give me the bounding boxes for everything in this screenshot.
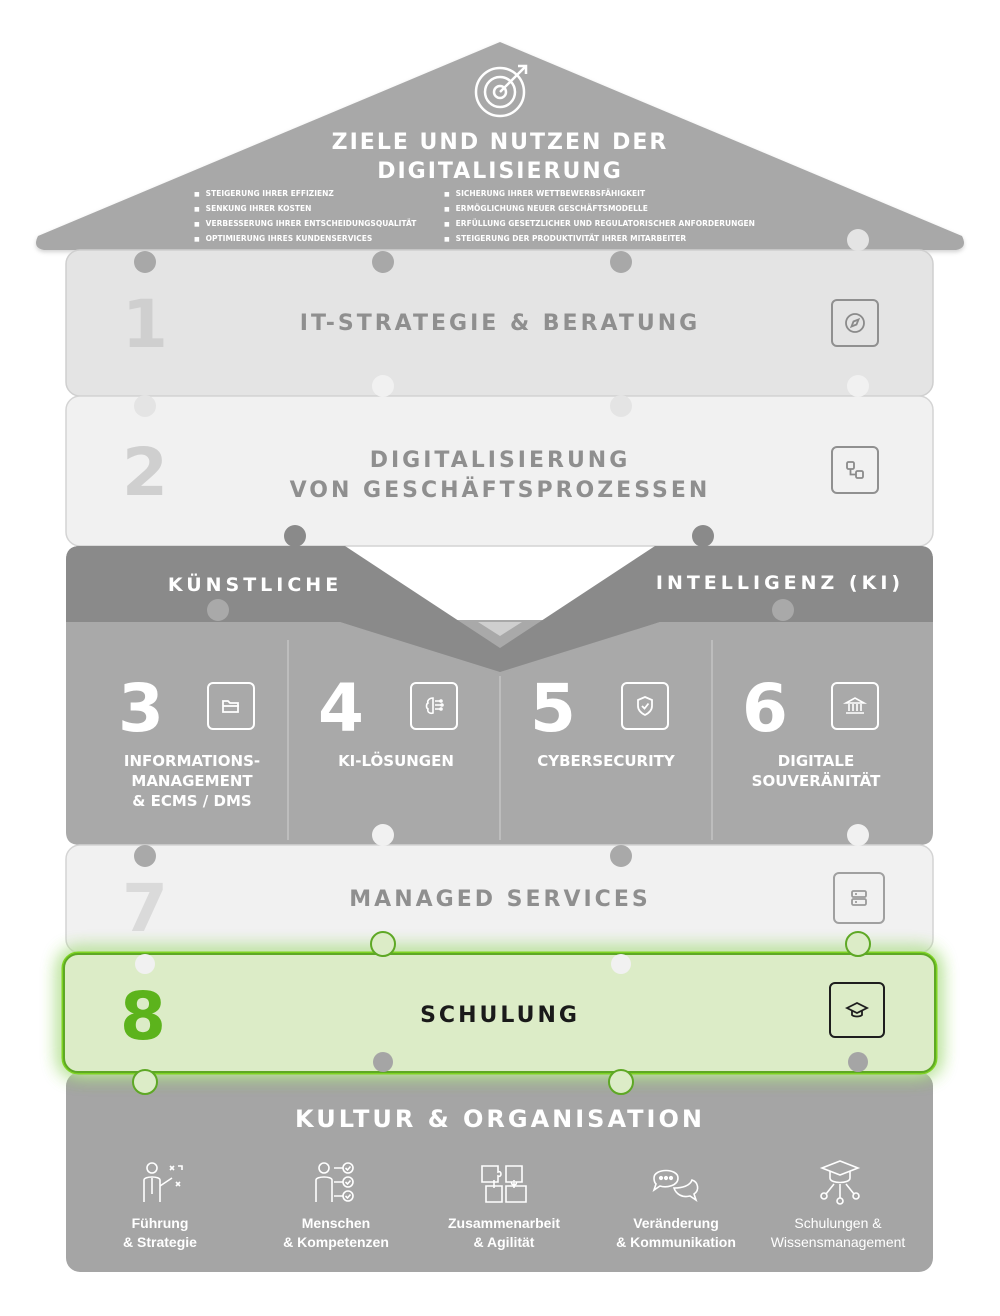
section-6-icon-box (831, 682, 879, 730)
culture-item-2-label: Menschen & Kompetenzen (256, 1214, 416, 1252)
section-7-title: MANAGED SERVICES (349, 887, 651, 912)
roof-bullets-left: STEIGERUNG IHRER EFFIZIENZ SENKUNG IHRER… (194, 187, 417, 247)
culture-item-3-label: Zusammenarbeit & Agilität (424, 1214, 584, 1252)
culture-item-2-line-2: & Kompetenzen (283, 1234, 389, 1250)
roof-bullet: SENKUNG IHRER KOSTEN (194, 202, 416, 217)
ki-band-top (66, 546, 933, 672)
roof-bullet: OPTIMIERUNG IHRES KUNDENSERVICES (194, 232, 416, 247)
section-4-number: 4 (318, 670, 364, 747)
brain-circuit-icon (425, 697, 444, 715)
section-6-label: DIGITALE SOUVERÄNITÄT (716, 751, 916, 791)
roof-bullets-right: SICHERUNG IHRER WETTBEWERBSFÄHIGKEIT ERM… (444, 187, 755, 247)
section-4-label: KI-LÖSUNGEN (296, 751, 496, 771)
section-3-number: 3 (118, 670, 164, 747)
puzzle-hands-icon (476, 1158, 532, 1214)
ki-left-label: KÜNSTLICHE (167, 574, 343, 596)
folder-icon (222, 700, 239, 713)
culture-item-1-line-1: Führung (131, 1215, 189, 1231)
section-6-line-2: SOUVERÄNITÄT (751, 772, 881, 790)
culture-item-5-line-1: Schulungen & (794, 1215, 882, 1231)
culture-item-5-line-2: Wissensmanagement (770, 1234, 906, 1250)
section-2-title: DIGITALISIERUNG VON GESCHÄFTSPROZESSEN (250, 446, 750, 506)
section-5-line-1: CYBERSECURITY (537, 752, 675, 770)
ki-right-label: INTELLIGENZ (KI) (655, 572, 905, 594)
roof-bullet: ERMÖGLICHUNG NEUER GESCHÄFTSMODELLE (444, 202, 755, 217)
roof-bullet: STEIGERUNG DER PRODUKTIVITÄT IHRER MITAR… (444, 232, 755, 247)
shield-check-icon (637, 696, 653, 717)
puzzle-knobs (132, 229, 871, 1095)
culture-item-3-line-1: Zusammenarbeit (447, 1215, 561, 1231)
culture-title: KULTUR & ORGANISATION (295, 1105, 705, 1133)
roof-bullet: VERBESSERUNG IHRER ENTSCHEIDUNGSQUALITÄT (194, 217, 417, 232)
culture-item-2-line-1: Menschen (301, 1215, 371, 1231)
culture-item-4-label: Veränderung & Kommunikation (596, 1214, 756, 1252)
section-7-number: 7 (122, 870, 168, 947)
section-2-title-line-1: DIGITALISIERUNG (369, 448, 631, 473)
section-3-label: INFORMATIONS- MANAGEMENT & ECMS / DMS (92, 751, 292, 811)
culture-item-5-label: Schulungen & Wissensmanagement (758, 1214, 918, 1252)
person-checklist-icon (308, 1158, 364, 1214)
culture-item-3-line-2: & Agilität (473, 1234, 535, 1250)
culture-item-4-line-2: & Kommunikation (616, 1234, 736, 1250)
section-8-panel (63, 953, 936, 1073)
section-8-icon-box (829, 982, 885, 1038)
graduation-cap-icon (844, 1001, 870, 1018)
section-2-title-line-2: VON GESCHÄFTSPROZESSEN (289, 478, 711, 503)
roof-bullet: SICHERUNG IHRER WETTBEWERBSFÄHIGKEIT (444, 187, 755, 202)
roof-title-line-1: ZIELE UND NUTZEN DER (331, 130, 669, 155)
section-3-line-1: INFORMATIONS- (123, 752, 261, 770)
section-3-icon-box (207, 682, 255, 730)
roof-title: ZIELE UND NUTZEN DER DIGITALISIERUNG (200, 128, 800, 186)
roof-bullet: ERFÜLLUNG GESETZLICHER UND REGULATORISCH… (444, 217, 755, 232)
workflow-icon (846, 461, 864, 479)
section-2-number: 2 (122, 434, 168, 511)
roof-title-line-2: DIGITALISIERUNG (377, 159, 623, 184)
leader-strategy-icon (134, 1158, 190, 1214)
chat-bubbles-icon (648, 1158, 704, 1214)
ki-center-line-1: ANWENDUNGEN (431, 573, 569, 589)
section-3-line-3: & ECMS / DMS (132, 792, 252, 810)
graduate-network-icon (812, 1158, 868, 1214)
section-8-number: 8 (120, 978, 166, 1055)
section-2-panel (65, 395, 934, 547)
culture-item-1-label: Führung & Strategie (80, 1214, 240, 1252)
compass-icon (845, 313, 865, 333)
section-6-number: 6 (742, 670, 788, 747)
section-8-title: SCHULUNG (420, 1003, 580, 1028)
culture-item-4-line-1: Veränderung (633, 1215, 719, 1231)
section-4-icon-box (410, 682, 458, 730)
section-3-line-2: MANAGEMENT (131, 772, 253, 790)
roof-bullet: STEIGERUNG IHRER EFFIZIENZ (194, 187, 416, 202)
ki-center-label: ANWENDUNGEN & SOFTWARE (400, 572, 600, 610)
section-1-number: 1 (122, 286, 168, 363)
section-5-label: CYBERSECURITY (506, 751, 706, 771)
center-arrow (478, 622, 522, 636)
culture-item-1-line-2: & Strategie (123, 1234, 197, 1250)
section-5-number: 5 (530, 670, 576, 747)
section-1-title: IT-STRATEGIE & BERATUNG (299, 311, 701, 336)
section-1-icon-box (831, 299, 879, 347)
target-arrow-icon (472, 60, 534, 122)
section-6-line-1: DIGITALE (777, 752, 855, 770)
section-5-icon-box (621, 682, 669, 730)
section-7-icon-box (833, 872, 885, 924)
section-2-icon-box (831, 446, 879, 494)
section-4-line-1: KI-LÖSUNGEN (338, 752, 454, 770)
ki-center-line-2: & SOFTWARE (442, 592, 558, 608)
bank-building-icon (842, 697, 868, 714)
server-icon (851, 890, 867, 906)
